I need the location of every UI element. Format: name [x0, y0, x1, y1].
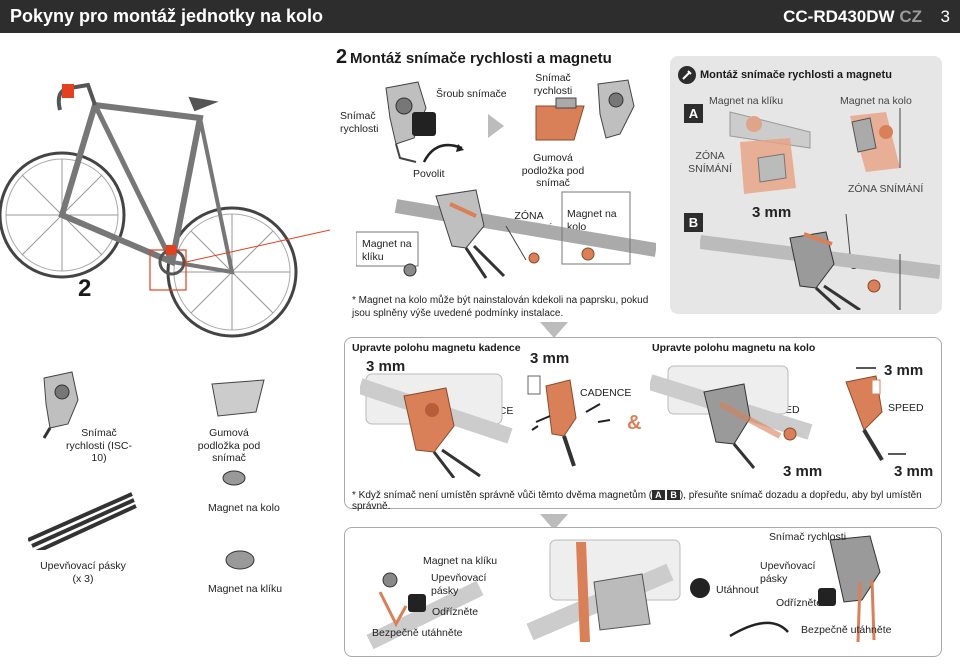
wheel-adjust-title: Upravte polohu magnetu na kolo: [652, 342, 816, 354]
page-header: Pokyny pro montáž jednotky na kolo CC-RD…: [0, 0, 960, 33]
wrench-icon: [678, 66, 696, 84]
cadence-illustration: [360, 373, 611, 478]
screwdriver-icon-2: [690, 578, 710, 598]
sensor-label: Snímač rychlosti: [340, 110, 379, 135]
bottom-cut: Odřízněte: [432, 606, 479, 618]
loosen-label: Povolit: [413, 168, 445, 180]
wheel-mm-2: 3 mm: [894, 463, 934, 480]
adjust-note: * Když snímač není umístěn správně vůči …: [352, 490, 960, 512]
model-code: CC-RD430DW: [783, 7, 895, 26]
bicycle-illustration: [0, 82, 330, 338]
a-zone-left: ZÓNA SNÍMÁNÍ: [688, 150, 732, 175]
cadence-adjust-title: Upravte polohu magnetu kadence: [352, 342, 521, 354]
adjust-note-suffix: ), přesuňte snímač dozadu a dopředu, aby…: [352, 490, 922, 512]
computer-unit-highlight: [62, 84, 74, 98]
part-speed-sensor: Snímač rychlosti (ISC-10): [66, 427, 132, 465]
part-rubber-pad: Gumová podložka pod snímač: [197, 427, 261, 465]
screwdriver-icon: [412, 112, 436, 136]
speed-label-2: SPEED: [888, 402, 924, 414]
step-number: 2: [336, 46, 348, 68]
scissors-icon-2: [818, 588, 836, 606]
page-number: 3: [940, 7, 950, 26]
bottom-tighten-safely-2: Bezpečně utáhněte: [801, 624, 892, 636]
down-arrow-icon-2: [540, 514, 568, 530]
page-title: Pokyny pro montáž jednotky na kolo: [10, 6, 324, 26]
a-illustration: [729, 108, 901, 194]
b-distance-top: 3 mm: [752, 204, 792, 221]
bottom-crank-magnet: Magnet na klíku: [423, 555, 498, 567]
rubber-pad-label: Gumová podložka pod snímač: [521, 152, 585, 190]
language-code: CZ: [899, 7, 922, 26]
note-badge-b: B: [667, 490, 680, 500]
bottom-cut-2: Odřízněte: [776, 597, 823, 609]
screw-label: Šroub snímače: [436, 88, 507, 100]
bottom-straps: Upevňovací pásky: [431, 572, 487, 597]
b-illustration: [700, 214, 940, 310]
installation-note: * Magnet na kolo může být nainstalován k…: [352, 295, 649, 319]
wheel-mm-top: 3 mm: [884, 362, 924, 379]
next-arrow-icon: [488, 114, 504, 138]
wheel-magnet-label: Magnet na kolo: [567, 208, 617, 233]
wheel-adjust-illustration: [650, 365, 906, 469]
cadence-label-2: CADENCE: [580, 387, 632, 399]
badge-b: B: [684, 213, 703, 232]
crank-magnet-label: Magnet na klíku: [362, 238, 412, 263]
bottom-tighten: Utáhnout: [716, 584, 759, 596]
bike-step-callout: 2: [78, 275, 92, 302]
crank-magnet-part-icon: [225, 550, 255, 570]
badge-a: A: [684, 104, 703, 123]
info-panel-title: Montáž snímače rychlosti a magnetu: [700, 69, 892, 81]
sensor-focus-box: [149, 249, 187, 291]
parts-illustration: [28, 371, 265, 550]
sensor-assembly-illustration: [385, 79, 635, 163]
scissors-icon: [408, 594, 426, 612]
bottom-straps-2: Upevňovací pásky: [760, 560, 816, 585]
wheel-mm-1: 3 mm: [783, 463, 823, 480]
bottom-speed-sensor: Snímač rychlosti: [769, 531, 847, 543]
part-wheel-magnet: Magnet na kolo: [208, 502, 280, 514]
bottom-tighten-safely: Bezpečně utáhněte: [372, 627, 463, 639]
a-crank-magnet-label: Magnet na klíku: [709, 95, 784, 107]
strap-install-illustration: [366, 535, 881, 650]
note-badge-a: A: [652, 490, 665, 500]
sensor-label-2: Snímač rychlosti: [533, 72, 573, 97]
ampersand: &: [627, 412, 642, 434]
down-arrow-icon: [540, 322, 568, 338]
model-name: CC-RD430DW CZ: [783, 7, 922, 27]
part-crank-magnet: Magnet na klíku: [208, 583, 283, 595]
step-title: Montáž snímače rychlosti a magnetu: [350, 50, 612, 67]
sensing-zone-illustration: [356, 189, 656, 279]
callout-line: [185, 229, 330, 263]
a-wheel-magnet-label: Magnet na kolo: [840, 95, 912, 107]
a-zone-right: ZÓNA SNÍMÁNÍ: [848, 183, 924, 195]
cadence-mm-1: 3 mm: [366, 358, 406, 375]
part-straps: Upevňovací pásky (x 3): [40, 560, 126, 585]
cadence-mm-2: 3 mm: [530, 350, 570, 367]
adjust-note-prefix: * Když snímač není umístěn správně vůči …: [352, 490, 653, 501]
